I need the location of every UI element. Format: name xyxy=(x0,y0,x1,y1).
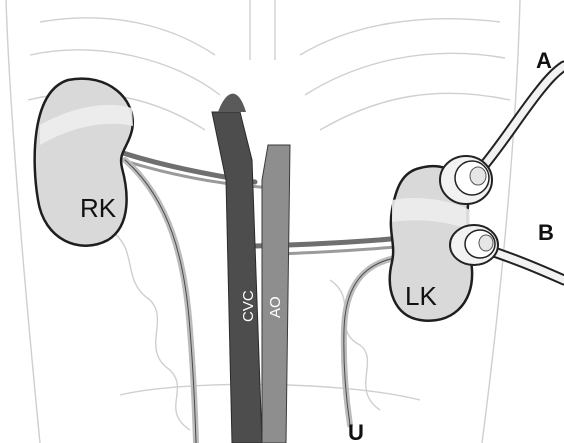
great-vessels xyxy=(212,94,290,443)
left-renal-artery xyxy=(282,246,404,254)
rib-right-2 xyxy=(305,53,505,95)
right-ureter xyxy=(125,160,196,443)
left-kidney-label: LK xyxy=(405,281,437,311)
device-b-cuff-core xyxy=(479,235,493,251)
right-kidney: RK xyxy=(35,79,133,246)
spine-segment xyxy=(250,0,275,60)
device-b-cable-inner xyxy=(488,250,564,280)
rib-right-3 xyxy=(320,93,510,130)
callout-u-label: U xyxy=(348,420,364,443)
right-kidney-label: RK xyxy=(80,193,117,223)
torso-outline-left xyxy=(6,0,40,443)
device-a-cuff-core xyxy=(470,167,486,185)
callout-a-label: A xyxy=(536,48,552,73)
rib-left-1 xyxy=(40,18,215,55)
aorta-label: AO xyxy=(267,296,284,318)
aorta xyxy=(262,145,290,443)
vena-cava xyxy=(212,112,262,443)
vena-cava-upper xyxy=(218,94,246,112)
callout-b-label: B xyxy=(538,220,554,245)
device-a xyxy=(440,66,564,204)
intestine-right xyxy=(330,280,380,410)
device-a-cable-inner xyxy=(482,66,564,168)
torso-outline-right xyxy=(482,0,520,443)
vena-cava-label: CVC xyxy=(240,290,257,322)
rib-right-1 xyxy=(300,19,500,55)
